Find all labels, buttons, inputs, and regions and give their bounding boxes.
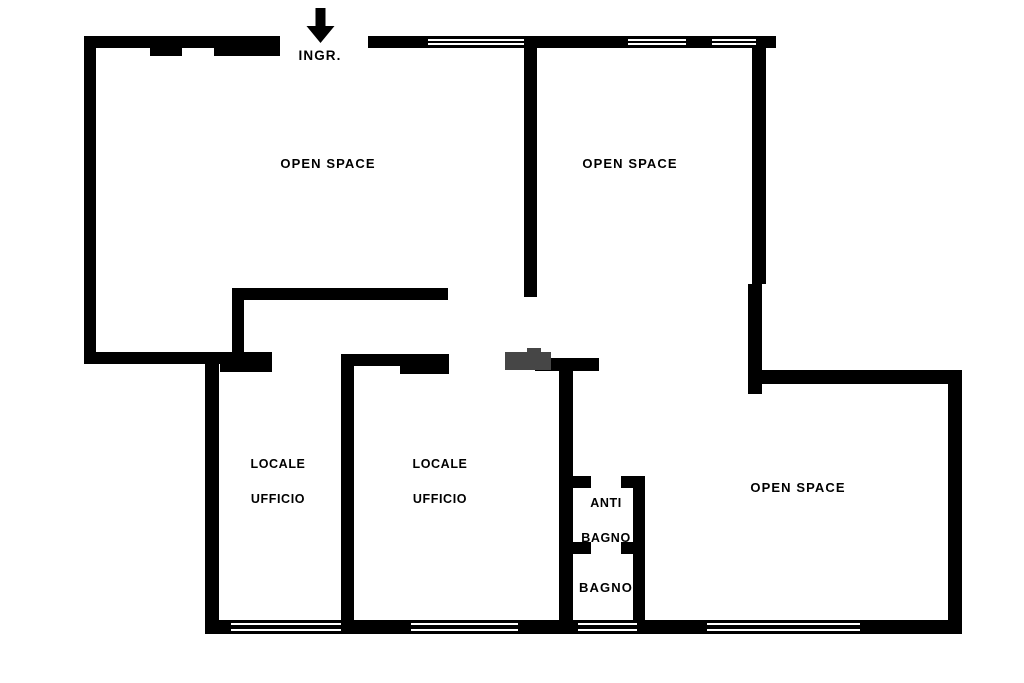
room-label-line: OPEN SPACE (750, 480, 846, 495)
room-label-line: BAGNO (579, 580, 633, 595)
door-symbol (527, 348, 541, 358)
wall-segment (205, 352, 219, 632)
window-symbol (411, 620, 518, 634)
room-label-line: LOCALE (250, 457, 306, 471)
wall-segment (524, 36, 537, 297)
window-symbol (578, 620, 637, 634)
down-arrow-icon (305, 8, 334, 43)
room-label-open-space-1: OPEN SPACE (280, 157, 375, 171)
room-label-line: OPEN SPACE (280, 156, 376, 171)
wall-segment (232, 288, 448, 300)
room-label-open-space-2: OPEN SPACE (582, 157, 677, 171)
wall-segment (400, 354, 449, 374)
wall-segment (860, 620, 962, 634)
wall-segment (748, 370, 960, 384)
wall-segment (559, 358, 573, 632)
wall-segment (621, 476, 645, 488)
room-label-bagno: BAGNO (579, 581, 633, 595)
room-label-line: UFFICIO (412, 492, 468, 507)
window-symbol (428, 36, 524, 48)
wall-segment (84, 36, 96, 364)
room-label-line: LOCALE (412, 457, 468, 471)
wall-segment (752, 36, 766, 284)
wall-segment (748, 284, 762, 394)
room-label-locale-ufficio-1: LOCALE UFFICIO (251, 455, 306, 510)
room-label-line: UFFICIO (250, 492, 306, 507)
window-symbol (712, 36, 756, 48)
entrance-marker: INGR. (298, 8, 341, 63)
room-label-line: ANTI (590, 496, 622, 510)
wall-segment (535, 358, 599, 371)
room-label-open-space-3: OPEN SPACE (750, 481, 845, 495)
wall-segment (341, 620, 411, 634)
wall-segment (637, 620, 707, 634)
wall-segment (518, 620, 578, 634)
window-symbol (231, 620, 341, 634)
room-label-line: BAGNO (581, 531, 631, 546)
wall-segment (150, 36, 182, 56)
room-label-locale-ufficio-2: LOCALE UFFICIO (413, 455, 468, 510)
wall-segment (220, 352, 272, 372)
wall-segment (573, 542, 591, 554)
wall-segment (232, 288, 244, 364)
window-symbol (628, 36, 686, 48)
wall-segment (633, 476, 645, 632)
wall-segment (84, 352, 232, 364)
wall-segment (205, 620, 231, 634)
wall-segment (621, 542, 645, 554)
window-symbol (707, 620, 860, 634)
entrance-label: INGR. (298, 48, 342, 63)
wall-segment (948, 370, 962, 632)
wall-segment (341, 354, 354, 632)
wall-segment (573, 476, 591, 488)
room-label-anti-bagno: ANTI BAGNO (581, 494, 631, 549)
wall-segment (214, 36, 280, 56)
room-label-line: OPEN SPACE (582, 156, 678, 171)
